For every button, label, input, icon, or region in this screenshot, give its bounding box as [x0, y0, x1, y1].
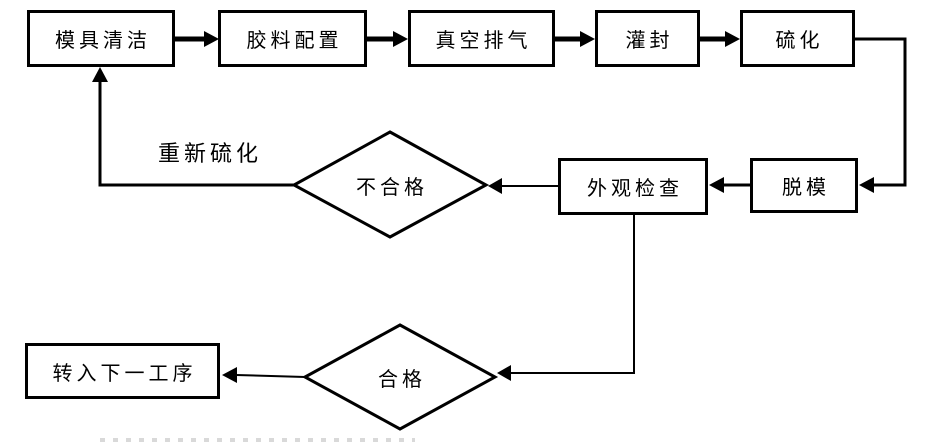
decision-unqualified-label: 不合格 — [356, 174, 428, 199]
node-next-process-label: 转入下一工序 — [52, 360, 197, 385]
node-potting[interactable]: 灌封 — [595, 10, 700, 67]
node-vacuum-degas[interactable]: 真空排气 — [408, 10, 555, 67]
arrow-unqualified-to-mold-cleaning — [92, 67, 294, 187]
arrow-potting-to-vulcanization — [700, 31, 740, 47]
arrow-inspection-to-qualified — [497, 215, 635, 381]
node-potting-label: 灌封 — [625, 28, 674, 52]
node-mold-cleaning-label: 模具清洁 — [55, 28, 151, 52]
cutoff-caption-fragment — [100, 438, 415, 442]
node-demolding[interactable]: 脱模 — [750, 158, 858, 213]
node-vulcanization-label: 硫化 — [775, 28, 824, 52]
node-demolding-label: 脱模 — [782, 175, 830, 199]
node-rubber-prep[interactable]: 胶料配置 — [218, 10, 367, 67]
node-vacuum-degas-label: 真空排气 — [435, 28, 532, 52]
node-visual-inspection-label: 外观检查 — [587, 176, 683, 200]
decision-qualified-label: 合格 — [378, 366, 426, 391]
node-mold-cleaning[interactable]: 模具清洁 — [27, 10, 175, 67]
arrow-rubber-to-vacuum — [367, 31, 408, 47]
arrow-mold-to-rubber — [175, 31, 219, 47]
arrow-vulcanization-to-demolding — [855, 37, 907, 193]
arrow-inspection-to-unqualified — [488, 178, 558, 194]
arrow-vacuum-to-potting — [555, 31, 595, 47]
node-next-process[interactable]: 转入下一工序 — [25, 343, 220, 399]
node-vulcanization[interactable]: 硫化 — [740, 10, 855, 67]
node-rubber-prep-label: 胶料配置 — [246, 28, 343, 52]
arrow-demolding-to-inspection — [709, 177, 750, 193]
decision-unqualified-shape[interactable] — [290, 130, 490, 239]
arrow-qualified-to-next-process — [222, 367, 306, 383]
decision-qualified-shape[interactable] — [301, 323, 499, 431]
edge-label-re-vulcanize: 重新硫化 — [158, 142, 263, 167]
node-visual-inspection[interactable]: 外观检查 — [558, 158, 708, 215]
